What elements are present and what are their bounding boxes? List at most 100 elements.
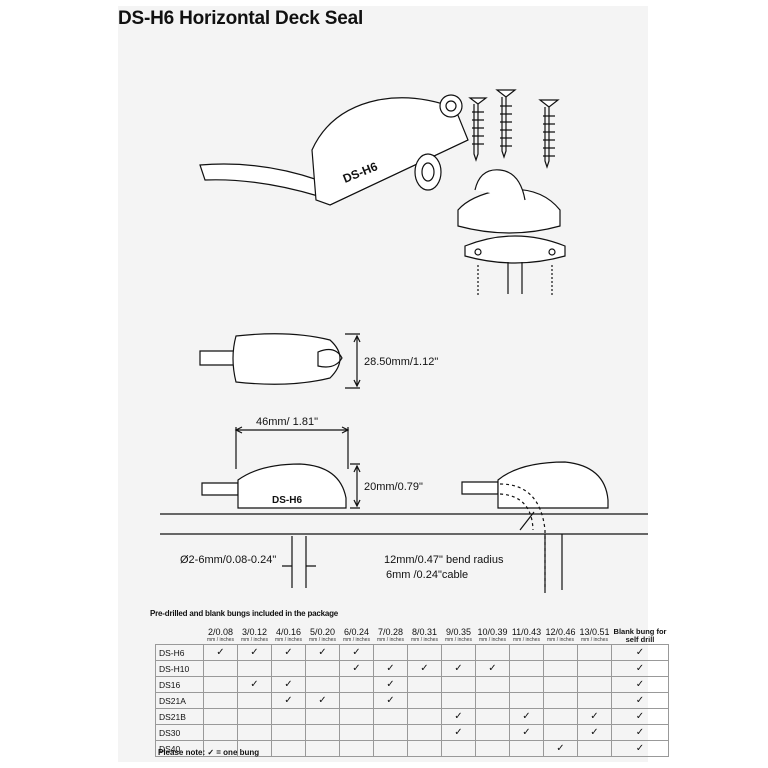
empty-cell: [543, 708, 578, 725]
check-cell: ✓: [271, 644, 306, 661]
table-caption: Pre-drilled and blank bungs included in …: [150, 609, 339, 618]
empty-cell: [271, 660, 306, 677]
table-row: DS21B✓✓✓✓: [155, 708, 669, 725]
empty-cell: [577, 660, 612, 677]
empty-cell: [577, 644, 612, 661]
blank-check-cell: ✓: [611, 676, 669, 693]
row-name: DS30: [155, 724, 204, 741]
check-cell: ✓: [577, 708, 612, 725]
table-row: DS-H10✓✓✓✓✓✓: [155, 660, 669, 677]
empty-cell: [203, 692, 238, 709]
empty-cell: [237, 692, 272, 709]
empty-cell: [509, 692, 544, 709]
empty-cell: [203, 660, 238, 677]
bend-radius-label: 12mm/0.47" bend radius: [384, 554, 504, 566]
empty-cell: [543, 692, 578, 709]
side-view-housing-label: DS-H6: [272, 495, 302, 506]
empty-cell: [475, 644, 510, 661]
empty-cell: [271, 724, 306, 741]
header-corner: [156, 620, 204, 645]
bend-view-cable: [461, 481, 499, 495]
top-view-housing: [232, 333, 341, 385]
top-view-dim-line: [345, 333, 360, 389]
empty-cell: [305, 724, 340, 741]
check-cell: ✓: [339, 660, 374, 677]
empty-cell: [441, 676, 476, 693]
empty-cell: [271, 708, 306, 725]
empty-cell: [577, 676, 612, 693]
check-cell: ✓: [237, 644, 272, 661]
empty-cell: [373, 708, 408, 725]
check-cell: ✓: [339, 644, 374, 661]
row-name: DS21B: [155, 708, 204, 725]
blank-check-cell: ✓: [611, 660, 669, 677]
empty-cell: [339, 692, 374, 709]
table-row: DS40✓✓: [155, 740, 669, 757]
side-view-cable: [201, 482, 239, 496]
check-cell: ✓: [237, 676, 272, 693]
empty-cell: [305, 676, 340, 693]
empty-cell: [339, 724, 374, 741]
table-row: DS-H6✓✓✓✓✓✓: [155, 644, 669, 661]
empty-cell: [441, 740, 476, 757]
empty-cell: [407, 724, 442, 741]
empty-cell: [509, 676, 544, 693]
check-cell: ✓: [373, 660, 408, 677]
table-note: Please note: ✓ = one bung: [158, 748, 260, 757]
empty-cell: [475, 740, 510, 757]
row-name: DS16: [155, 676, 204, 693]
empty-cell: [203, 676, 238, 693]
empty-cell: [475, 708, 510, 725]
empty-cell: [577, 692, 612, 709]
empty-cell: [543, 660, 578, 677]
empty-cell: [305, 660, 340, 677]
bend-cable-label: 6mm /0.24"cable: [386, 569, 469, 581]
empty-cell: [339, 676, 374, 693]
check-cell: ✓: [373, 676, 408, 693]
empty-cell: [543, 724, 578, 741]
check-cell: ✓: [441, 660, 476, 677]
empty-cell: [339, 740, 374, 757]
exploded-plate: [464, 235, 566, 264]
check-cell: ✓: [509, 708, 544, 725]
table-row: DS30✓✓✓✓: [155, 724, 669, 741]
empty-cell: [543, 676, 578, 693]
empty-cell: [339, 708, 374, 725]
empty-cell: [441, 644, 476, 661]
check-cell: ✓: [509, 724, 544, 741]
empty-cell: [373, 644, 408, 661]
length-dimension: 46mm/ 1.81": [256, 416, 318, 428]
side-view-housing: [237, 463, 347, 509]
table-row: DS16✓✓✓✓: [155, 676, 669, 693]
exploded-cable: [199, 163, 319, 197]
screw-2: [495, 89, 517, 159]
empty-cell: [407, 676, 442, 693]
empty-cell: [509, 644, 544, 661]
row-name: DS-H6: [155, 644, 204, 661]
empty-cell: [305, 740, 340, 757]
empty-cell: [475, 692, 510, 709]
check-cell: ✓: [441, 708, 476, 725]
row-name: DS-H10: [155, 660, 204, 677]
check-cell: ✓: [271, 692, 306, 709]
empty-cell: [543, 644, 578, 661]
screw-3: [538, 99, 560, 169]
check-cell: ✓: [577, 724, 612, 741]
blank-check-cell: ✓: [611, 724, 669, 741]
deck-top-line: [160, 513, 648, 535]
check-cell: ✓: [271, 676, 306, 693]
empty-cell: [475, 724, 510, 741]
check-cell: ✓: [373, 692, 408, 709]
width-dimension: 28.50mm/1.12": [364, 356, 439, 368]
empty-cell: [407, 644, 442, 661]
